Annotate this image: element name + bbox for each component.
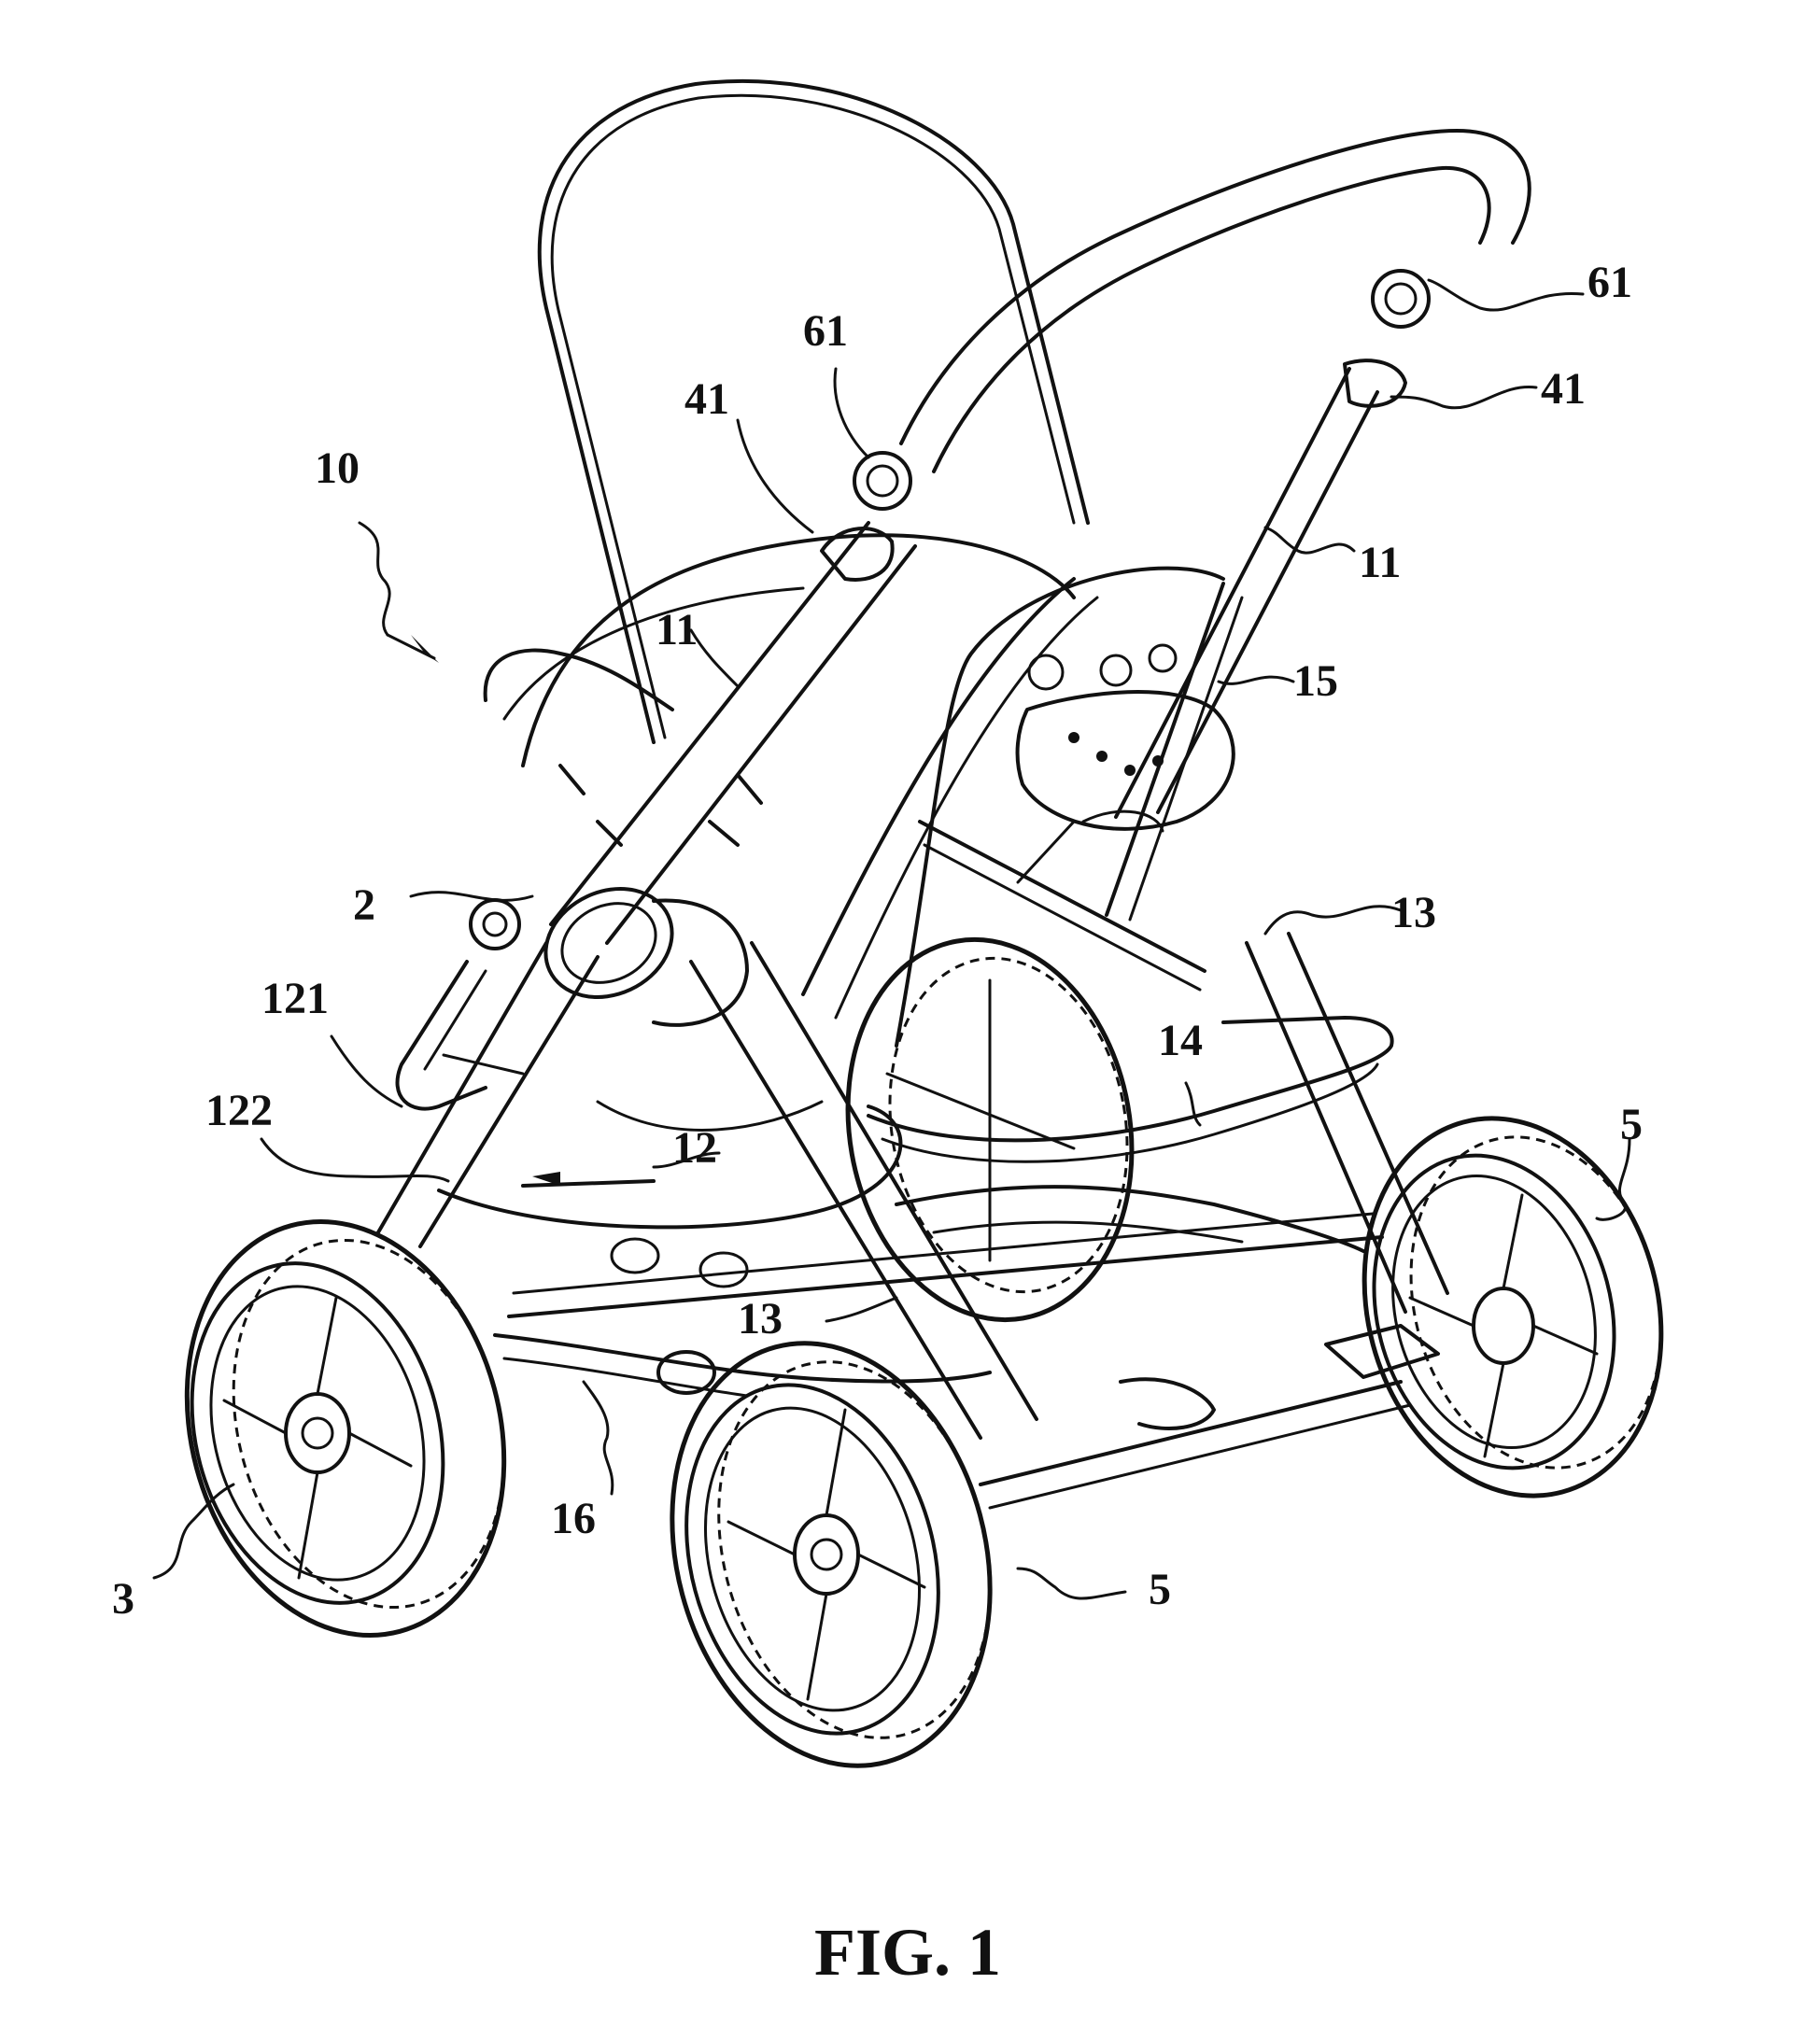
label-latch-right: 41 <box>1541 364 1586 414</box>
label-canopy-arm-connector: 121 <box>261 974 329 1023</box>
label-canopy-arm-lower: 122 <box>205 1086 273 1135</box>
label-handle-joint-right: 61 <box>1587 258 1632 307</box>
label-seat-mount: 15 <box>1293 656 1338 706</box>
front-leg-left <box>376 521 917 1248</box>
inner-frame <box>801 566 1244 1048</box>
front-right-wheel <box>670 1341 993 1768</box>
base-frame <box>493 1185 1412 1510</box>
label-canopy-arm: 12 <box>672 1123 717 1173</box>
canopy-arm <box>395 960 656 1188</box>
label-rear-wheel-right: 5 <box>1620 1100 1643 1149</box>
label-latch-left: 41 <box>684 374 729 424</box>
label-front-wheel-left: 3 <box>112 1574 134 1624</box>
label-rear-leg-bottom: 13 <box>738 1294 783 1344</box>
front-leg-right <box>1016 367 1379 884</box>
label-handle-joint-left: 61 <box>803 306 848 356</box>
seat-basket <box>437 533 1076 1230</box>
seat-mount <box>1015 643 1235 833</box>
rear-leg-center <box>689 941 1038 1440</box>
label-base-rail: 16 <box>551 1494 596 1543</box>
label-rear-wheel-front: 5 <box>1149 1565 1171 1614</box>
label-assembly: 10 <box>315 443 360 493</box>
label-front-leg-right: 11 <box>1359 538 1401 587</box>
label-rear-leg-right: 13 <box>1391 888 1436 937</box>
rear-right-wheel <box>1324 1116 1664 1498</box>
rear-leg-right <box>1245 932 1449 1314</box>
reference-labels: 10 61 61 41 41 11 11 15 2 13 121 14 122 … <box>112 258 1643 1624</box>
label-front-leg-left: 11 <box>656 605 698 654</box>
leader-lines <box>152 278 1631 1600</box>
label-hub: 2 <box>353 880 375 930</box>
front-left-wheel <box>184 1219 507 1638</box>
figure-caption: FIG. 1 <box>814 1915 1001 1990</box>
backrest-frame <box>537 78 1090 744</box>
label-footrest: 14 <box>1158 1016 1203 1065</box>
footrest <box>867 1016 1394 1163</box>
push-handle <box>899 129 1531 473</box>
rear-center-wheel <box>845 936 1135 1323</box>
joints <box>558 269 1431 847</box>
